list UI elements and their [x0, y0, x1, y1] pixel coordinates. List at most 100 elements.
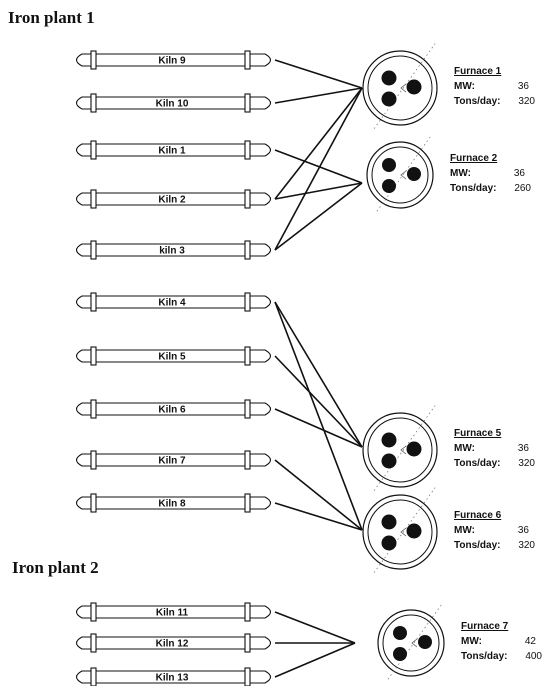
- kiln-ring-left: [90, 602, 97, 622]
- kiln-k7: Kiln 7: [75, 450, 272, 470]
- kiln-label: Kiln 7: [158, 456, 186, 467]
- plant-1-title: Iron plant 1: [8, 8, 95, 27]
- connection-line-k10-f1: [274, 87, 363, 104]
- mw-value: 36: [514, 168, 526, 179]
- tons-per-day-label: Tons/day:: [454, 540, 500, 551]
- kiln-k12: Kiln 12: [75, 633, 272, 653]
- kiln-label: Kiln 2: [158, 195, 186, 206]
- furnace-chevron: [411, 638, 418, 648]
- tons-per-day-value: 400: [525, 651, 542, 662]
- kiln-ring-left: [90, 50, 97, 70]
- connection-line-k3-f2: [274, 182, 363, 251]
- kiln-label: Kiln 1: [158, 146, 186, 157]
- kiln-ring-right: [244, 50, 251, 70]
- tons-per-day-value: 320: [518, 540, 535, 551]
- furnace-name: Furnace 1: [454, 66, 502, 77]
- connection-line-k4-f6: [274, 301, 363, 531]
- furnace-outer-ring: [377, 609, 445, 677]
- kiln-tube: [75, 295, 272, 309]
- kiln-tube: [75, 192, 272, 206]
- kiln-k6: Kiln 6: [75, 399, 272, 419]
- connection-line-k2-f2: [274, 182, 363, 200]
- electrode-1: [381, 432, 397, 448]
- kiln-tube: [75, 453, 272, 467]
- furnace-inner-ring: [367, 499, 433, 565]
- kiln-ring-left: [90, 633, 97, 653]
- kiln-label: kiln 3: [159, 246, 185, 257]
- kiln-k3: kiln 3: [75, 240, 272, 260]
- furnace-axis-line: [376, 135, 432, 212]
- mw-value: 36: [518, 443, 530, 454]
- kiln-ring-right: [244, 399, 251, 419]
- kiln-label: Kiln 10: [156, 99, 189, 110]
- kiln-ring-right: [244, 93, 251, 113]
- electrode-1: [382, 158, 396, 172]
- connection-line-k2-f1: [274, 87, 363, 200]
- connection-line-k4-f5: [274, 301, 363, 448]
- kiln-ring-right: [244, 667, 251, 686]
- tons-per-day-value: 320: [518, 458, 535, 469]
- kiln-ring-left: [90, 93, 97, 113]
- kiln-tube: [75, 96, 272, 110]
- tons-per-day-label: Tons/day:: [454, 96, 500, 107]
- mw-label: MW:: [461, 636, 482, 647]
- kiln-tube: [75, 496, 272, 510]
- kiln-k5: Kiln 5: [75, 346, 272, 366]
- electrode-3: [381, 91, 397, 107]
- furnace-chevron: [400, 170, 407, 180]
- connection-line-k5-f5: [274, 355, 363, 448]
- kiln-tube: [75, 53, 272, 67]
- kiln-ring-left: [90, 667, 97, 686]
- kiln-tube: [75, 143, 272, 157]
- kiln-tube: [75, 243, 272, 257]
- kiln-label: Kiln 12: [156, 639, 189, 650]
- electrode-1: [393, 626, 407, 640]
- electrode-2: [418, 635, 432, 649]
- tons-per-day-label: Tons/day:: [461, 651, 507, 662]
- electrode-1: [381, 514, 397, 530]
- kiln-k11: Kiln 11: [75, 602, 272, 622]
- furnace-chevron: [400, 445, 407, 455]
- mw-value: 42: [525, 636, 537, 647]
- connection-line-k8-f6: [274, 502, 363, 531]
- kiln-ring-left: [90, 399, 97, 419]
- electrode-2: [406, 441, 422, 457]
- kiln-label: Kiln 13: [156, 673, 189, 684]
- electrode-1: [381, 70, 397, 86]
- mw-label: MW:: [454, 443, 475, 454]
- connection-line-k3-f1: [274, 87, 363, 251]
- furnace-inner-ring: [367, 55, 433, 121]
- mw-label: MW:: [450, 168, 471, 179]
- kiln-k13: Kiln 13: [75, 667, 272, 686]
- kiln-tube: [75, 349, 272, 363]
- plant-2-title: Iron plant 2: [12, 558, 99, 577]
- kiln-ring-right: [244, 189, 251, 209]
- kiln-k9: Kiln 9: [75, 50, 272, 70]
- furnace-axis-line: [387, 603, 443, 680]
- kiln-ring-left: [90, 140, 97, 160]
- connection-line-k13-f7: [274, 642, 356, 678]
- furnace-outer-ring: [362, 412, 438, 488]
- connection-line-k1-f2: [274, 149, 363, 184]
- electrode-3: [393, 647, 407, 661]
- kiln-ring-left: [90, 189, 97, 209]
- electrode-2: [407, 167, 421, 181]
- furnace-name: Furnace 6: [454, 510, 502, 521]
- kiln-label: Kiln 6: [158, 405, 186, 416]
- kiln-tube: [75, 670, 272, 684]
- kiln-label: Kiln 9: [158, 56, 186, 67]
- kiln-ring-right: [244, 602, 251, 622]
- connection-line-k9-f1: [274, 59, 363, 89]
- kiln-ring-left: [90, 450, 97, 470]
- kiln-label: Kiln 8: [158, 499, 186, 510]
- tons-per-day-label: Tons/day:: [454, 458, 500, 469]
- kiln-k8: Kiln 8: [75, 493, 272, 513]
- furnace-chevron: [400, 527, 407, 537]
- kiln-ring-right: [244, 493, 251, 513]
- kiln-tube: [75, 605, 272, 619]
- electrode-3: [381, 453, 397, 469]
